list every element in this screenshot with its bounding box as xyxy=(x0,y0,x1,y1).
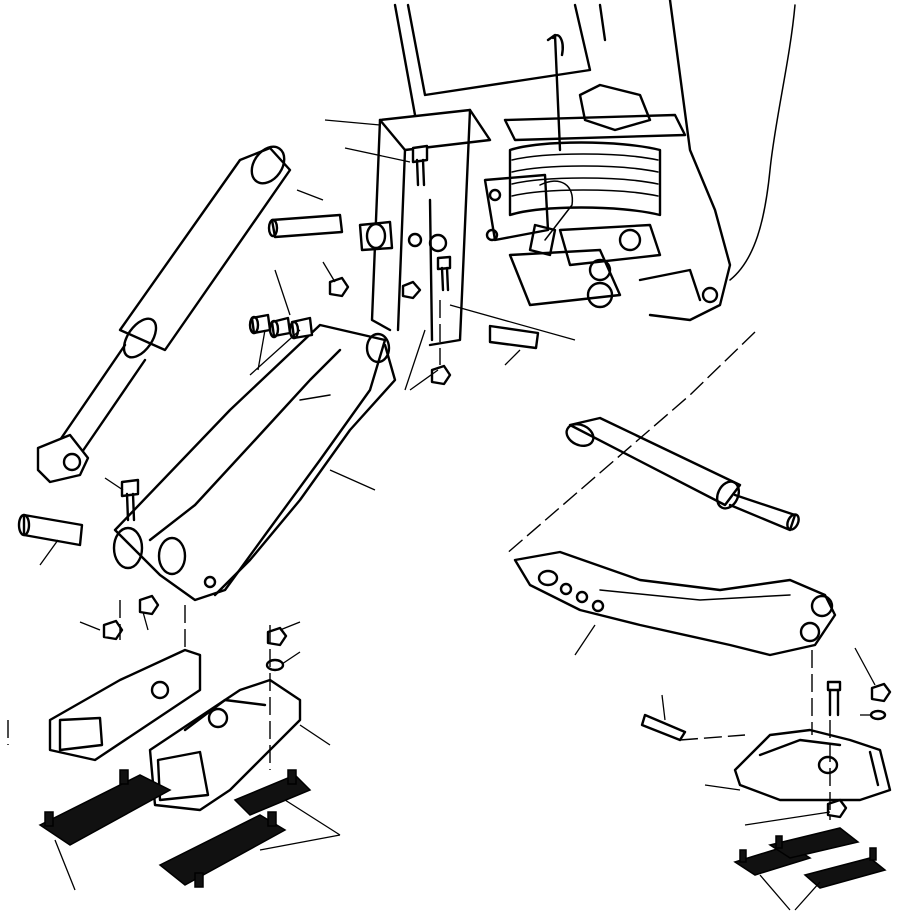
stabilizer-arm-left xyxy=(112,323,397,602)
backhoe-frame-housing xyxy=(369,0,796,347)
swing-cylinder-left xyxy=(36,145,292,484)
swing-cylinder-right xyxy=(565,416,800,532)
grouser-pad-right xyxy=(733,827,887,889)
nut xyxy=(102,276,892,819)
stabilizer-foot-left xyxy=(48,648,302,812)
alignment-lines xyxy=(7,300,831,820)
grouser-pad-left xyxy=(38,769,312,888)
stabilizer-foot-right xyxy=(733,728,892,802)
stabilizer-arm-right xyxy=(513,550,837,657)
bushing xyxy=(248,220,394,340)
pin xyxy=(17,213,687,742)
bolt xyxy=(120,144,842,717)
leader-lines xyxy=(39,119,876,911)
